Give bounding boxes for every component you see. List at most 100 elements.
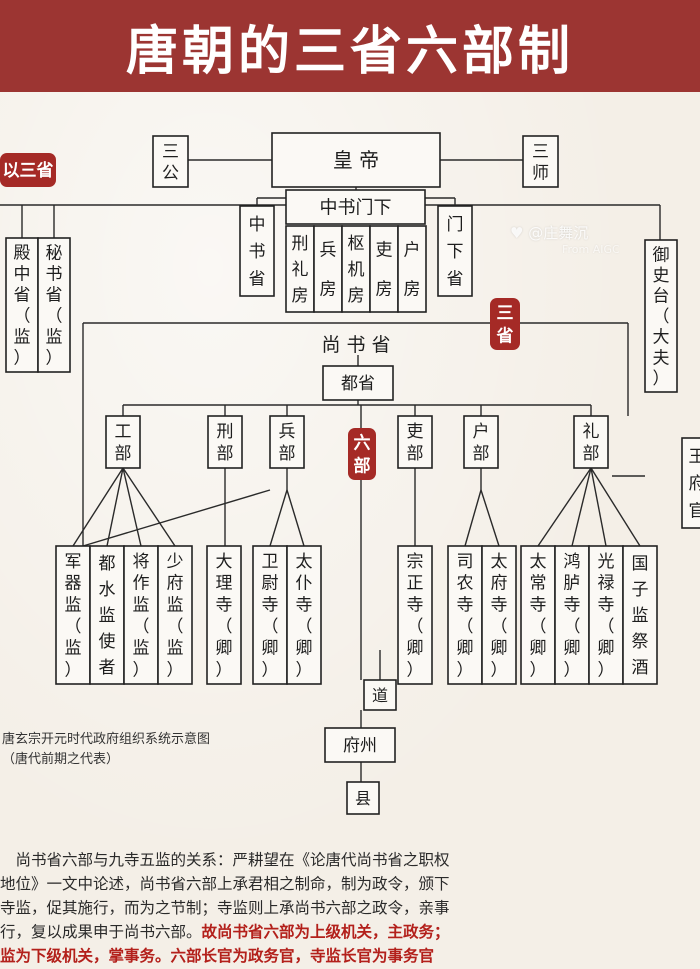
- svg-text:省: 省: [447, 269, 464, 289]
- svg-text:房: 房: [348, 286, 365, 306]
- node-yushitai: 御史台（大夫）: [644, 239, 678, 393]
- svg-text:军: 军: [65, 552, 82, 572]
- title-banner: 唐朝的三省六部制: [0, 0, 700, 92]
- node-sanshi: 三师: [522, 135, 559, 188]
- svg-text:常: 常: [530, 574, 547, 594]
- node-shaofu: 少府监（监）: [157, 545, 193, 685]
- svg-text:光: 光: [598, 552, 615, 572]
- svg-text:三: 三: [532, 142, 549, 162]
- svg-text:）: ）: [598, 660, 615, 680]
- svg-text:者: 者: [99, 658, 116, 678]
- svg-text:监: 监: [65, 595, 82, 615]
- svg-text:寺: 寺: [407, 595, 424, 615]
- svg-text:大: 大: [216, 552, 233, 572]
- svg-text:卿: 卿: [564, 639, 581, 659]
- svg-text:宗: 宗: [407, 552, 424, 572]
- node-li_fang: 吏房: [369, 225, 399, 313]
- svg-text:房: 房: [376, 280, 393, 300]
- svg-text:寺: 寺: [530, 595, 547, 615]
- node-zongzheng: 宗正寺（卿）: [397, 545, 433, 685]
- svg-text:下: 下: [447, 242, 464, 262]
- svg-text:胪: 胪: [564, 574, 581, 594]
- link-libu-si: [571, 467, 592, 547]
- svg-text:房: 房: [404, 280, 421, 300]
- node-guanglu: 光禄寺（卿）: [588, 545, 624, 685]
- svg-text:王: 王: [689, 447, 700, 467]
- page-title: 唐朝的三省六部制: [125, 21, 574, 82]
- svg-text:）: ）: [167, 660, 184, 680]
- svg-text:部: 部: [473, 444, 490, 464]
- svg-text:都省: 都省: [341, 374, 375, 394]
- caption-line-2: （唐代前期之代表）: [2, 752, 120, 767]
- svg-text:中书门下: 中书门下: [320, 197, 392, 218]
- node-mishu: 秘书省（监）: [37, 237, 71, 373]
- svg-text:枢: 枢: [348, 234, 365, 254]
- svg-text:卫: 卫: [262, 552, 279, 572]
- svg-text:水: 水: [99, 580, 116, 600]
- badge-liubu: 六部: [348, 428, 376, 480]
- connector-line: [82, 489, 271, 547]
- svg-text:）: ）: [530, 660, 547, 680]
- node-weiwei: 卫尉寺（卿）: [252, 545, 288, 685]
- svg-text:）: ）: [491, 660, 508, 680]
- node-shangshusheng: 尚 书 省: [321, 334, 390, 356]
- svg-text:祭: 祭: [632, 632, 649, 652]
- node-xian: 县: [346, 781, 380, 815]
- svg-text:将: 将: [133, 552, 150, 572]
- svg-text:）: ）: [262, 660, 279, 680]
- connector-line: [480, 489, 500, 547]
- svg-text:（: （: [530, 617, 547, 637]
- svg-text:（: （: [296, 617, 313, 637]
- svg-text:御: 御: [653, 245, 670, 265]
- badge-sansheng: 三省: [490, 298, 520, 350]
- svg-text:（: （: [14, 307, 31, 327]
- svg-text:使: 使: [99, 631, 116, 652]
- node-hubu: 户部: [463, 415, 499, 469]
- svg-text:户: 户: [404, 241, 421, 261]
- svg-text:农: 农: [457, 574, 474, 594]
- node-sangong: 三公: [152, 135, 189, 188]
- svg-text:中: 中: [249, 215, 266, 235]
- svg-text:夫: 夫: [653, 348, 670, 368]
- svg-text:县: 县: [355, 789, 371, 808]
- svg-text:吏: 吏: [376, 241, 393, 261]
- node-boxes: 皇 帝三公三师中书门下中书省门下省刑礼房兵房枢机房吏房户房殿中省（监）秘书省（监…: [5, 132, 700, 815]
- node-fuzhou: 府州: [324, 727, 396, 763]
- node-libu_official: 吏部: [397, 415, 433, 469]
- connector-lines: [0, 159, 661, 782]
- svg-text:监: 监: [167, 595, 184, 615]
- svg-text:寺: 寺: [262, 595, 279, 615]
- node-xingli: 刑礼房: [285, 225, 315, 313]
- node-dao: 道: [363, 679, 397, 711]
- svg-text:）: ）: [46, 349, 63, 369]
- svg-text:省: 省: [46, 286, 63, 306]
- svg-text:门: 门: [447, 215, 464, 235]
- connector-line: [269, 489, 288, 547]
- connector-line: [464, 489, 482, 547]
- watermark: ♥ @庄舞沉 From AIGC: [510, 222, 620, 256]
- paragraph-line-4-highlight: 故尚书省六部为上级机关，主政务；: [201, 923, 450, 941]
- node-taichang: 太常寺（卿）: [520, 545, 556, 685]
- svg-text:省: 省: [496, 326, 514, 347]
- svg-text:监: 监: [14, 328, 31, 348]
- node-huangdi: 皇 帝: [271, 132, 441, 188]
- node-dali: 大理寺（卿）: [206, 545, 242, 685]
- node-sinong: 司农寺（卿）: [447, 545, 483, 685]
- svg-text:以三省: 以三省: [3, 160, 54, 181]
- svg-text:太: 太: [530, 552, 547, 572]
- node-bing_fang: 兵房: [313, 225, 343, 313]
- svg-text:）: ）: [457, 660, 474, 680]
- svg-text:子: 子: [632, 580, 649, 600]
- svg-text:）: ）: [65, 660, 82, 680]
- svg-text:刑: 刑: [217, 422, 234, 442]
- svg-text:监: 监: [99, 606, 116, 626]
- svg-text:官: 官: [689, 501, 700, 521]
- svg-text:秘: 秘: [46, 244, 63, 264]
- svg-text:兵: 兵: [320, 241, 337, 261]
- svg-text:卿: 卿: [216, 639, 233, 659]
- svg-text:监: 监: [167, 639, 184, 659]
- svg-text:）: ）: [133, 660, 150, 680]
- link-gongbu-jian: [122, 467, 142, 547]
